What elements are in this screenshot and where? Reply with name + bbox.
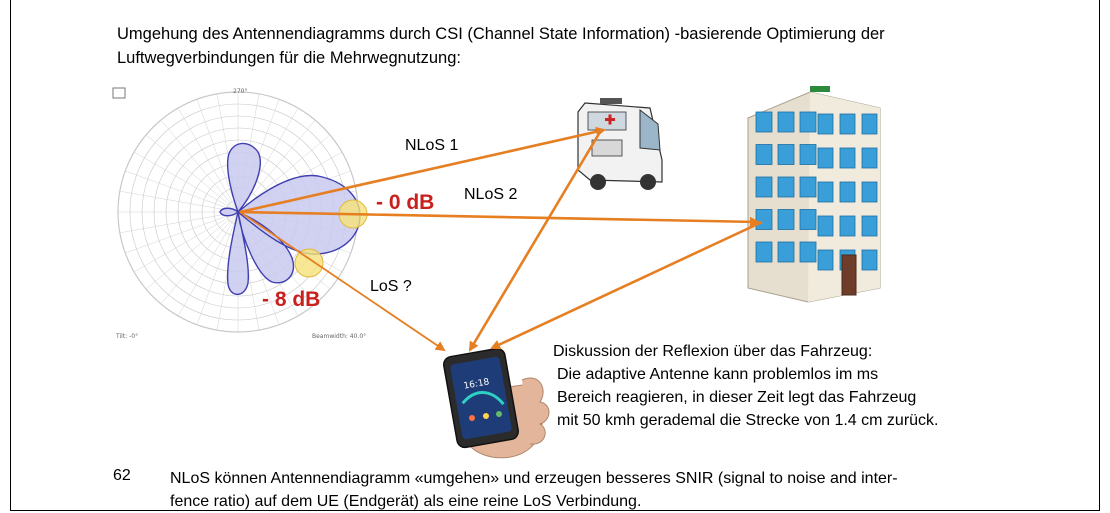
label-0db: - 0 dB	[376, 191, 435, 214]
building-window	[817, 181, 834, 203]
building-window	[861, 147, 878, 169]
building-window	[861, 249, 878, 271]
building-window	[839, 181, 856, 203]
polar-spoke	[125, 211, 239, 254]
note-line-1: NLoS können Antennendiagramm «umgehen» u…	[170, 470, 898, 487]
building-window	[755, 241, 773, 263]
building-window	[777, 111, 795, 133]
arrow-building-to-phone	[490, 220, 763, 350]
building-window	[777, 144, 795, 165]
polar-spoke	[177, 211, 239, 317]
building-window	[799, 241, 817, 263]
polar-spoke	[160, 119, 239, 213]
building-windows	[755, 111, 878, 271]
polar-spoke	[133, 151, 239, 213]
label-los: LoS ?	[370, 278, 412, 295]
polar-spoke	[133, 211, 239, 273]
building-window	[839, 147, 856, 169]
intro-line-1: Umgehung des Antennendiagramms durch CSI…	[117, 25, 885, 43]
arrow-ambulance-to-phone	[468, 131, 602, 352]
building-window	[817, 113, 834, 135]
polar-spoke	[160, 211, 239, 305]
phone-in-hand-image: 16:18	[443, 347, 550, 459]
building-window	[777, 209, 795, 230]
ambulance-image	[577, 98, 663, 190]
building-window	[799, 111, 817, 133]
antenna-polar-diagram: 270° Tilt: -0° Beamwidth: 40.0°	[112, 87, 368, 340]
polar-spoke	[196, 99, 239, 213]
building-door	[841, 254, 857, 296]
building-window	[777, 176, 795, 198]
discussion-line-1: Diskussion der Reflexion über das Fahrze…	[553, 343, 873, 360]
building-window	[799, 176, 817, 198]
polar-tilt-label: Tilt: -0°	[115, 333, 138, 340]
polar-spoke	[145, 211, 239, 290]
polar-spoke	[125, 170, 239, 213]
building-window	[817, 147, 834, 169]
building-window	[755, 111, 773, 133]
discussion-line-4: mit 50 kmh gerademal die Strecke von 1.4…	[557, 412, 939, 429]
building-window	[817, 249, 834, 271]
building-window	[755, 209, 773, 230]
arrow-los-to-phone	[239, 211, 446, 352]
note-line-2: fence ratio) auf dem UE (Endgerät) als e…	[170, 493, 642, 510]
arrow-nlos1-to-ambulance	[239, 126, 606, 214]
polar-spoke	[177, 107, 239, 213]
polar-spoke	[145, 134, 239, 213]
building-image	[747, 86, 881, 303]
phone-time: 16:18	[463, 377, 491, 391]
building-window	[755, 176, 773, 198]
building-window	[777, 241, 795, 263]
intro-text: Umgehung des Antennendiagramms durch CSI…	[117, 22, 1017, 70]
polar-spoke	[119, 211, 239, 234]
discussion-line-2: Die adaptive Antenne kann problemlos im …	[557, 366, 879, 383]
arrow-nlos2-to-building	[239, 210, 760, 227]
polar-spoke	[237, 134, 331, 213]
polar-beamwidth-label: Beamwidth: 40.0°	[312, 333, 366, 340]
building-window	[817, 215, 834, 237]
building-window	[799, 209, 817, 230]
polar-spoke	[196, 211, 239, 325]
building-window	[799, 144, 817, 165]
building-window	[839, 215, 856, 237]
antenna-lobe-pattern	[219, 142, 361, 296]
building-window	[839, 113, 856, 135]
intro-line-2: Luftwegverbindungen für die Mehrwegnutzu…	[117, 49, 461, 67]
label-nlos2: NLoS 2	[464, 186, 518, 203]
page-frame	[10, 0, 1100, 511]
discussion-text: Diskussion der Reflexion über das Fahrze…	[553, 340, 939, 432]
building-window	[861, 181, 878, 203]
discussion-line-3: Bereich reagieren, in dieser Zeit legt d…	[557, 389, 917, 406]
building-window	[861, 113, 878, 135]
diagram-icon	[112, 87, 126, 99]
building-window	[755, 144, 773, 165]
signal-arrows	[239, 126, 763, 352]
building-window	[861, 215, 878, 237]
label-nlos1: NLoS 1	[405, 137, 459, 154]
note-text: NLoS können Antennendiagramm «umgehen» u…	[170, 467, 1030, 513]
label-8db: - 8 dB	[262, 288, 321, 311]
marker-8db	[294, 248, 324, 278]
polar-top-label: 270°	[233, 88, 247, 95]
polar-spoke	[237, 119, 316, 213]
polar-spoke	[119, 190, 239, 213]
note-number: 62	[113, 467, 131, 484]
